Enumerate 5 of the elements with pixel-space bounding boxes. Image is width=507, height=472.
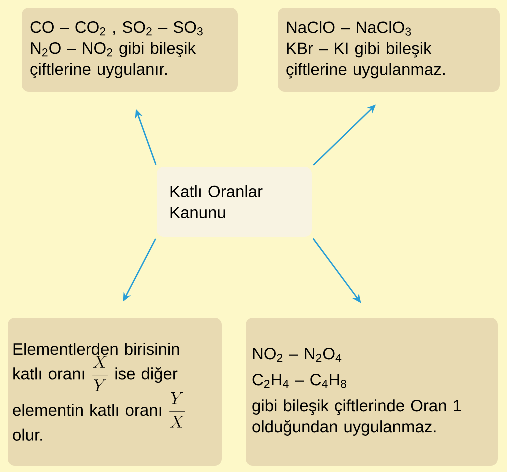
text-box: CO – CO$_{2}$ , SO$_{2}$ – SO$_{3}$ N$_{2}$O – NO$_{2}$ gibi bileşik çiftlerine uygulanır. — [22, 8, 238, 92]
title-box: Katlı Oranlar Kanunu — [157, 167, 312, 237]
text-box: Elementlerden birisinin katlı oranı $\frac{X}{Y}$ ise diğer elementin katlı oranı $\frac{Y}{X}$ olur. — [8, 318, 222, 466]
text-box: NO$_{2}$ – N$_{2}$O$_{4}$ C$_{2}$H$_{4}$ – C$_{4}$H$_{8}$ gibi bileşik çiftlerinde Oran 1 olduğundan uygulanmaz. — [246, 318, 498, 466]
text-box: NaClO – NaClO$_{3}$ KBr – KI gibi bileşik çiftlerine uygulanmaz. — [278, 8, 500, 92]
